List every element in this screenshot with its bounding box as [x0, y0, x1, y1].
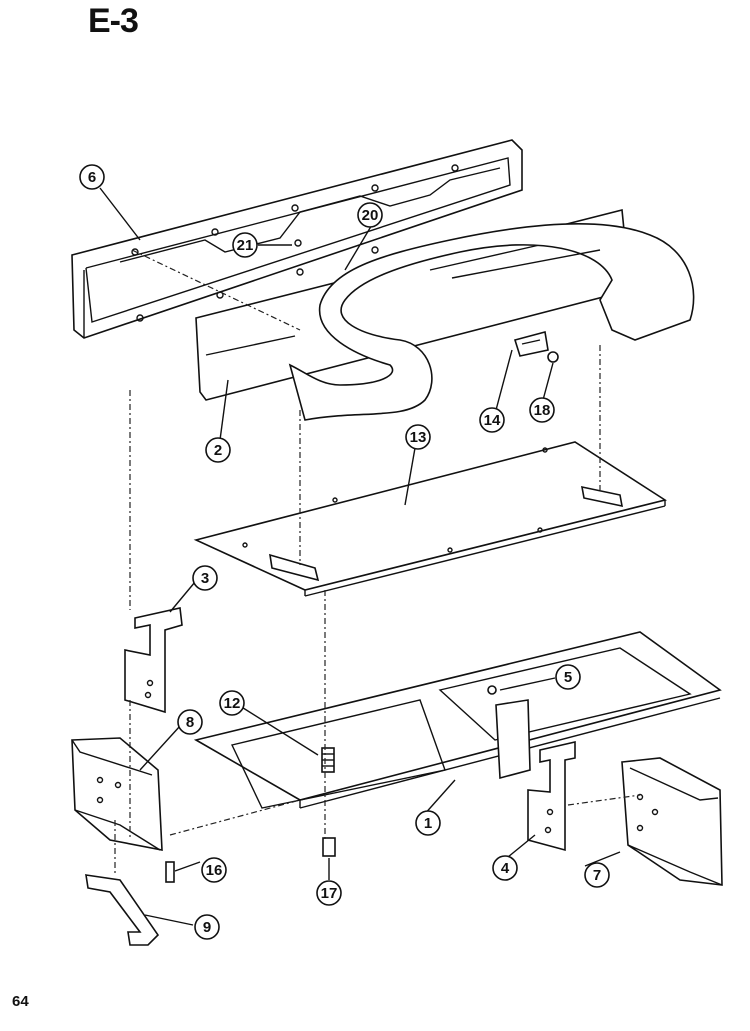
svg-text:18: 18 — [534, 402, 551, 419]
callout-16: 16 — [201, 857, 227, 883]
alignment-lines — [114, 249, 641, 875]
callout-18: 18 — [529, 397, 555, 423]
callout-3: 3 — [192, 565, 218, 591]
part-18-screw — [547, 351, 559, 363]
svg-text:12: 12 — [224, 695, 241, 712]
svg-text:2: 2 — [214, 442, 222, 459]
svg-text:1: 1 — [424, 815, 432, 832]
callout-12: 12 — [219, 690, 245, 716]
svg-text:21: 21 — [237, 237, 254, 254]
ribbon-cable — [288, 223, 695, 421]
part-17-screw — [322, 837, 336, 857]
svg-text:3: 3 — [201, 570, 209, 587]
callout-14: 14 — [479, 407, 505, 433]
svg-text:9: 9 — [203, 919, 211, 936]
callout-21: 21 — [232, 232, 258, 258]
part-4-bracket — [527, 740, 576, 852]
svg-text:5: 5 — [564, 669, 572, 686]
part-6-front-frame — [71, 139, 523, 339]
diagram-title: E-3 — [88, 2, 139, 40]
leader-lines — [99, 187, 621, 926]
svg-text:4: 4 — [501, 860, 510, 877]
callout-8: 8 — [177, 709, 203, 735]
part-14-clip — [513, 331, 549, 357]
svg-text:7: 7 — [593, 867, 601, 884]
callout-17: 17 — [316, 880, 342, 906]
part-12-spring — [321, 747, 335, 773]
callout-2: 2 — [205, 437, 231, 463]
callout-9: 9 — [194, 914, 220, 940]
svg-text:16: 16 — [206, 862, 223, 879]
callout-1: 1 — [415, 810, 441, 836]
part-13-circuit-board — [193, 441, 667, 597]
callout-13: 13 — [405, 424, 431, 450]
callout-20: 20 — [357, 202, 383, 228]
callout-5: 5 — [555, 664, 581, 690]
callout-6: 6 — [79, 164, 105, 190]
part-7-rail-right — [621, 757, 723, 886]
svg-text:13: 13 — [410, 429, 427, 446]
svg-text:6: 6 — [88, 169, 96, 186]
part-9-latch-arm — [85, 874, 160, 946]
svg-text:20: 20 — [362, 207, 379, 224]
callout-7: 7 — [584, 862, 610, 888]
svg-text:8: 8 — [186, 714, 194, 731]
part-8-rail-left — [71, 737, 163, 851]
svg-text:14: 14 — [484, 412, 501, 429]
part-16-pin — [165, 861, 175, 883]
svg-text:17: 17 — [321, 885, 338, 902]
page-number: 64 — [12, 993, 29, 1010]
part-3-bracket — [124, 607, 183, 714]
callout-4: 4 — [492, 855, 518, 881]
